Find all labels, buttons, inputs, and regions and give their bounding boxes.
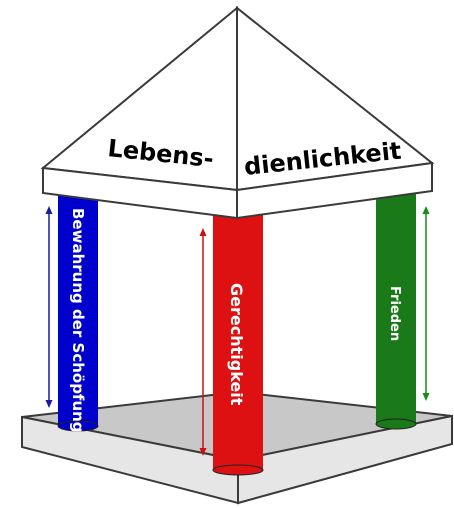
pillar-bottom <box>212 464 264 476</box>
arrow-head-up <box>422 206 430 214</box>
arrow-frieden <box>422 206 430 401</box>
entablature-right <box>236 161 433 220</box>
pillar-bewahrung: Bewahrung der Schöpfung <box>57 188 99 433</box>
arrow-head-down <box>45 400 53 408</box>
pillar-body <box>213 208 263 470</box>
pillar-bottom <box>375 418 417 430</box>
arrow-head-up <box>199 228 207 236</box>
arrow-bewahrung <box>45 206 53 408</box>
pillar-gerechtigkeit: Gerechtigkeit <box>212 208 264 476</box>
arrow-head-up <box>45 206 53 214</box>
pillar-body <box>58 188 98 426</box>
pillar-label-gerechtigkeit: Gerechtigkeit <box>227 283 246 406</box>
base-right-face <box>237 414 453 505</box>
pillar-label-bewahrung: Bewahrung der Schöpfung <box>69 208 87 433</box>
arrow-gerechtigkeit <box>199 228 207 456</box>
pillar-frieden: Frieden <box>375 194 417 430</box>
arrow-head-down <box>199 448 207 456</box>
pillar-body <box>376 194 416 424</box>
arrow-head-down <box>422 393 430 401</box>
pillar-label-frieden: Frieden <box>387 286 402 341</box>
pillar-bottom <box>57 420 99 432</box>
roof: Lebens- dienlichkeit <box>40 5 435 220</box>
